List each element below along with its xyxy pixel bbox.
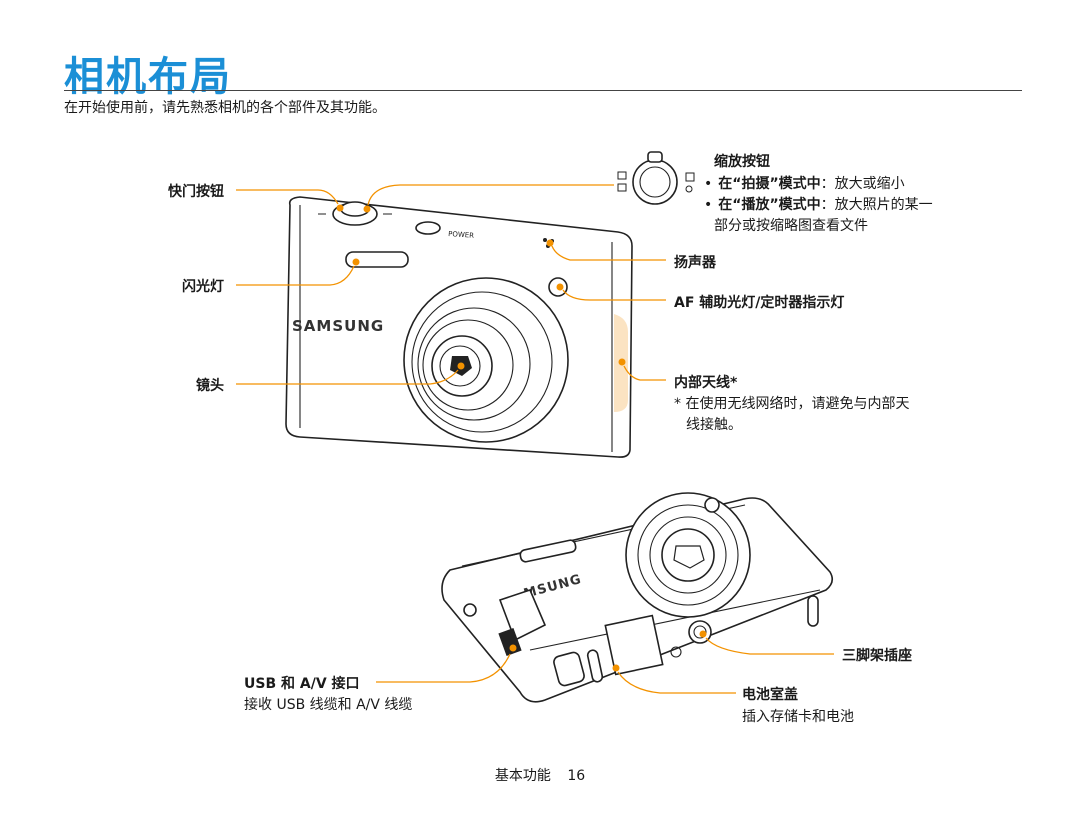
footer-section: 基本功能	[494, 768, 551, 784]
page-number: 16	[567, 768, 586, 784]
label-usb-av-port: USB 和 A/V 接口	[244, 676, 360, 692]
label-lens: 镜头	[196, 378, 224, 394]
label-shutter-button: 快门按钮	[168, 184, 224, 200]
antenna-note-line-2: 线接触。	[686, 417, 742, 433]
label-battery-cover: 电池室盖	[742, 687, 798, 703]
page-subtitle: 在开始使用前，请先熟悉相机的各个部件及其功能。	[64, 100, 386, 116]
zoom-item-1: 在“拍摄”模式中：放大或缩小	[704, 173, 904, 193]
zoom-item-2-continued: 部分或按缩略图查看文件	[714, 218, 868, 234]
page-footer: 基本功能 16	[0, 765, 1080, 785]
usb-av-description: 接收 USB 线缆和 A/V 线缆	[244, 697, 413, 713]
title-divider	[64, 90, 1022, 91]
brand-logo: SAMSUNG	[292, 317, 384, 335]
antenna-note-line-1: * 在使用无线网络时，请避免与内部天	[674, 396, 910, 412]
label-flash: 闪光灯	[182, 279, 224, 295]
label-tripod-socket: 三脚架插座	[842, 648, 912, 664]
page-title: 相机布局	[64, 54, 232, 100]
zoom-button-graphic	[617, 151, 695, 205]
zoom-item-2: 在“播放”模式中：放大照片的某一	[704, 194, 932, 214]
power-label: POWER	[448, 230, 475, 240]
battery-description: 插入存储卡和电池	[742, 709, 854, 725]
label-speaker: 扬声器	[674, 255, 716, 271]
label-af-lamp: AF 辅助光灯/定时器指示灯	[674, 295, 845, 311]
callout-lines	[236, 184, 834, 694]
label-zoom-button: 缩放按钮	[714, 154, 770, 170]
front-camera: POWER SAMSUNG	[285, 196, 633, 458]
bottom-camera: MSUNG	[441, 492, 834, 703]
label-antenna: 内部天线*	[674, 375, 738, 391]
